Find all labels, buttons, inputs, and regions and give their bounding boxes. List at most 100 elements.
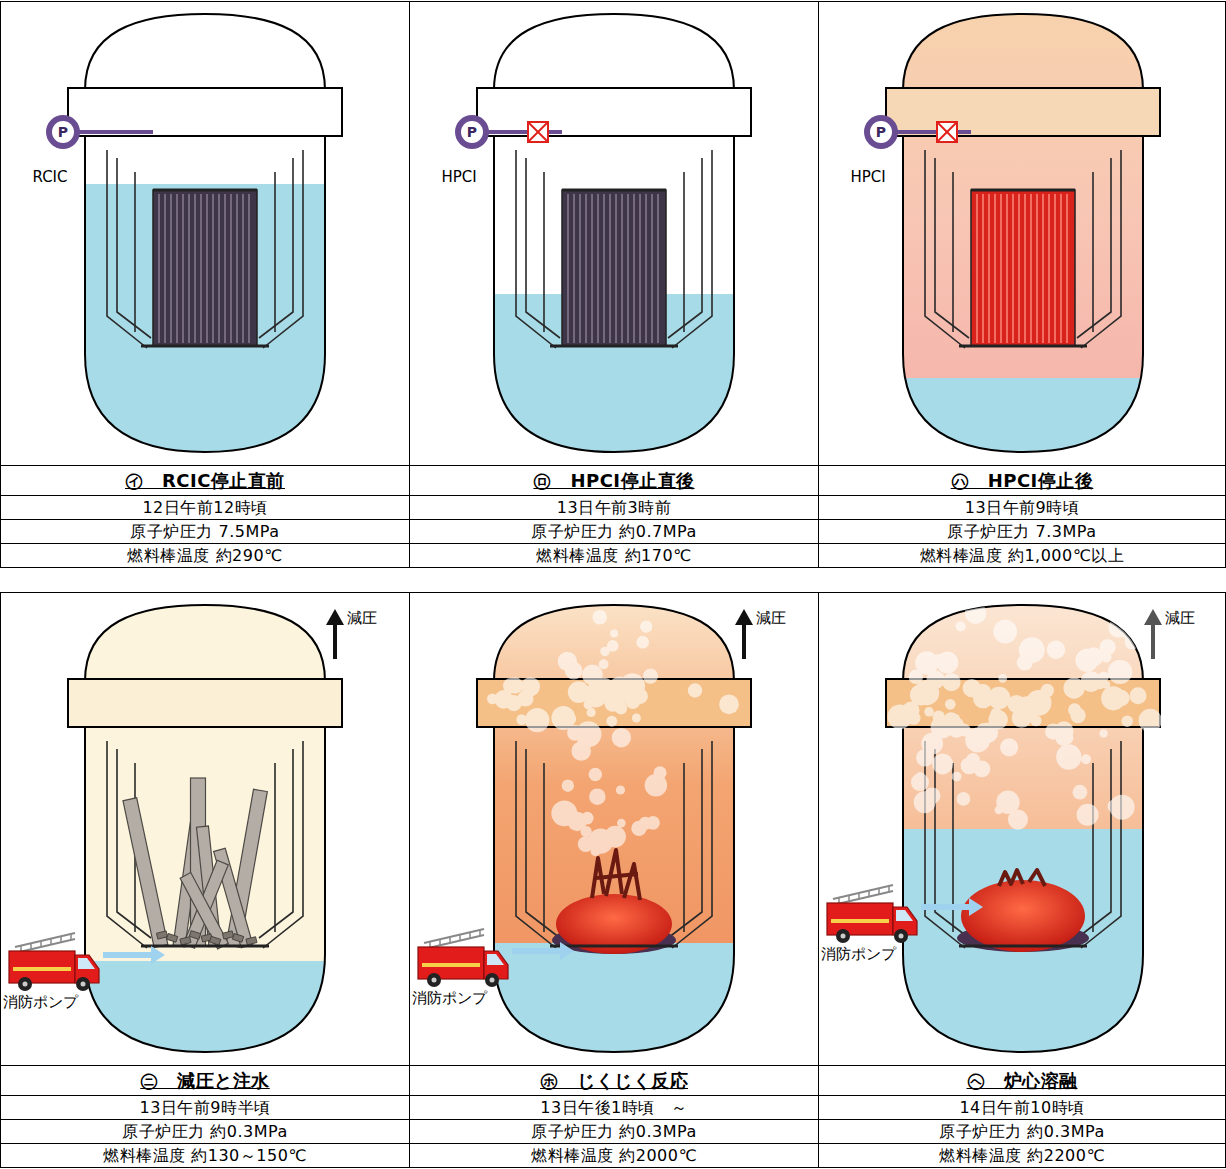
caption-table: ㋭ じくじく反応13日午後1時頃 ～原子炉圧力 約0.3MPa燃料棒温度 約20… bbox=[410, 1065, 818, 1167]
debris bbox=[222, 931, 233, 939]
core-plate bbox=[959, 945, 1087, 948]
shroud-line bbox=[1081, 741, 1121, 948]
steam-puff bbox=[1130, 687, 1147, 704]
fuel-rod bbox=[633, 194, 634, 343]
fuel-rod bbox=[1018, 194, 1019, 343]
reactor-core bbox=[971, 190, 1075, 346]
fuel-rod bbox=[1012, 194, 1013, 343]
pump-face bbox=[52, 121, 74, 143]
caption-table: ㋺ HPCI停止直後13日午前3時前原子炉圧力 約0.7MPa燃料棒温度 約17… bbox=[410, 465, 818, 567]
stage-panel: ㋺ HPCI停止直後13日午前3時前原子炉圧力 約0.7MPa燃料棒温度 約17… bbox=[409, 1, 819, 568]
stage-detail: 原子炉圧力 7.5MPa bbox=[130, 522, 279, 542]
part-label: 消防ポンプ bbox=[412, 989, 492, 1007]
caption-row: 原子炉圧力 約0.3MPa bbox=[819, 1119, 1225, 1143]
shroud-line bbox=[1092, 763, 1094, 932]
truck-wheel bbox=[485, 973, 499, 987]
truck-rung bbox=[878, 889, 880, 895]
pump-face bbox=[870, 121, 892, 143]
steam-puff bbox=[924, 707, 934, 717]
caption-row: ㋺ HPCI停止直後 bbox=[410, 465, 818, 495]
steam-puff bbox=[646, 816, 660, 830]
steam-puff bbox=[631, 821, 646, 836]
truck-wheel bbox=[894, 929, 908, 943]
fuel-rod bbox=[206, 194, 207, 343]
vessel-water bbox=[85, 961, 325, 1064]
steam-puff bbox=[945, 699, 956, 710]
fuel-rod bbox=[1030, 194, 1031, 343]
pump-symbol bbox=[455, 115, 562, 149]
core-shroud bbox=[107, 150, 303, 348]
stage-title: ㋩ HPCI停止後 bbox=[951, 470, 1094, 492]
truck-rung bbox=[469, 933, 471, 939]
truck-rung bbox=[449, 937, 451, 943]
truck-ladder bbox=[424, 929, 484, 943]
stage-title: ㋑ RCIC停止直前 bbox=[125, 470, 285, 492]
vessel-outline bbox=[494, 14, 734, 452]
caption-row: 14日午前10時頃 bbox=[819, 1095, 1225, 1119]
caption-row: ㋩ HPCI停止後 bbox=[819, 465, 1225, 495]
stopped-box bbox=[937, 122, 957, 142]
steam-puff bbox=[562, 779, 574, 791]
stage-detail: 13日午後1時頃 ～ bbox=[540, 1098, 688, 1118]
shroud-line bbox=[925, 150, 965, 348]
truck-rung bbox=[50, 939, 52, 945]
steam-puff bbox=[1081, 754, 1091, 764]
part-label: HPCI bbox=[428, 168, 490, 186]
melted-rod bbox=[596, 874, 638, 878]
steam-puff bbox=[592, 610, 607, 625]
shroud-line bbox=[259, 749, 293, 938]
steam-puff bbox=[525, 708, 549, 732]
caption-row: 13日午後1時頃 ～ bbox=[410, 1095, 818, 1119]
truck-hub bbox=[23, 982, 28, 987]
caption-row: 燃料棒温度 約2200℃ bbox=[819, 1143, 1225, 1167]
pump-letter: P bbox=[871, 123, 891, 141]
fuel-rod bbox=[224, 194, 225, 343]
part-label: 減圧 bbox=[1165, 609, 1209, 627]
fuel-rod bbox=[182, 194, 183, 343]
stage-detail: 原子炉圧力 7.3MPa bbox=[947, 522, 1096, 542]
caption-row: 13日午前9時頃 bbox=[819, 495, 1225, 519]
caption-row: 13日午前3時前 bbox=[410, 495, 818, 519]
shroud-line bbox=[274, 763, 276, 932]
steam-puff bbox=[1011, 813, 1026, 828]
stage-title: ㋥ 減圧と注水 bbox=[140, 1070, 270, 1092]
stopped-mark bbox=[528, 122, 548, 142]
steam-puff bbox=[966, 753, 980, 767]
vessel-flange bbox=[477, 88, 751, 136]
steam-puff bbox=[1109, 795, 1134, 820]
injection-arrow bbox=[512, 942, 574, 960]
stage-detail: 燃料棒温度 約290℃ bbox=[127, 546, 282, 566]
steam-puff bbox=[932, 753, 953, 774]
vent-head bbox=[1144, 609, 1162, 625]
vent-head bbox=[735, 609, 753, 625]
fuel-rod bbox=[645, 194, 646, 343]
steam-puff bbox=[617, 819, 626, 828]
vent-line bbox=[1151, 623, 1155, 659]
steam-puff bbox=[567, 812, 586, 831]
reactor-core bbox=[562, 190, 666, 346]
steam-inside bbox=[907, 602, 1141, 829]
caption-row: 原子炉圧力 7.3MPa bbox=[819, 519, 1225, 543]
fuel-rod bbox=[1060, 194, 1061, 343]
steam-puff bbox=[1122, 715, 1133, 726]
stage-detail: 13日午前3時前 bbox=[557, 498, 672, 518]
injection-arrow bbox=[103, 946, 165, 964]
debris bbox=[246, 937, 257, 945]
truck-rung bbox=[60, 937, 62, 943]
injection-head bbox=[151, 946, 165, 964]
vent-line bbox=[333, 623, 337, 659]
stage-detail: 燃料棒温度 約2000℃ bbox=[531, 1146, 697, 1166]
truck-rung bbox=[459, 935, 461, 941]
truck-wheel bbox=[836, 929, 850, 943]
stage-detail: 原子炉圧力 約0.3MPa bbox=[939, 1122, 1105, 1142]
truck-window bbox=[896, 910, 913, 921]
steam-puff bbox=[551, 706, 575, 730]
vent-arrow bbox=[326, 609, 344, 659]
caption-row: 13日午前9時半頃 bbox=[1, 1095, 409, 1119]
steam-puff bbox=[1060, 731, 1073, 744]
caption-row: 燃料棒温度 約1,000℃以上 bbox=[819, 543, 1225, 567]
fuel-rod bbox=[603, 194, 604, 343]
part-label: 減圧 bbox=[347, 609, 391, 627]
vessel-flange bbox=[68, 679, 342, 727]
steam-puff bbox=[944, 712, 958, 726]
